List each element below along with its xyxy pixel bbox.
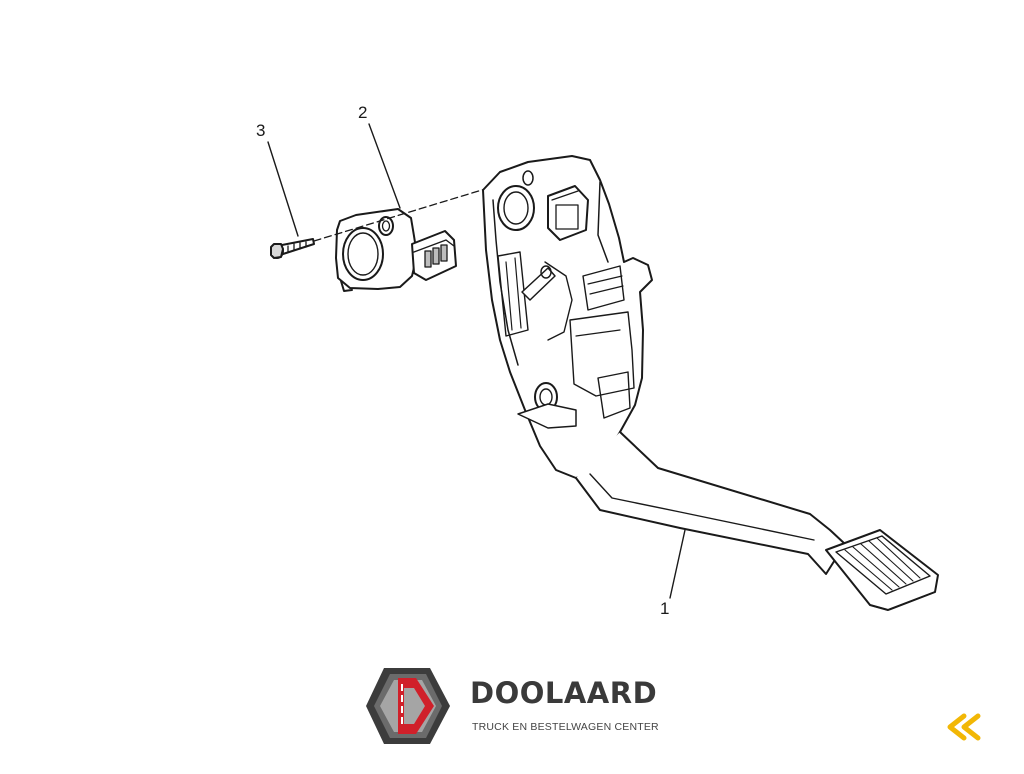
brand-logo: DOOLAARD TRUCK EN BESTELWAGEN CENTER (364, 664, 664, 748)
leader-line-2 (368, 123, 401, 209)
part-1-pedal-assembly[interactable] (482, 155, 939, 611)
leader-line-3 (267, 141, 299, 237)
parts-diagram: 3 2 1 (256, 103, 939, 618)
part-2-sensor[interactable] (335, 208, 457, 292)
part-3-bolt[interactable] (270, 238, 315, 259)
brand-name: DOOLAARD (470, 676, 658, 710)
brand-tagline: TRUCK EN BESTELWAGEN CENTER (472, 721, 659, 733)
doolaard-logo-mark-icon (366, 668, 450, 744)
callout-2: 2 (358, 103, 367, 122)
double-chevron-left-icon[interactable] (944, 712, 984, 742)
callout-1: 1 (660, 599, 669, 618)
leader-line-1 (669, 529, 686, 599)
callout-3: 3 (256, 121, 265, 140)
